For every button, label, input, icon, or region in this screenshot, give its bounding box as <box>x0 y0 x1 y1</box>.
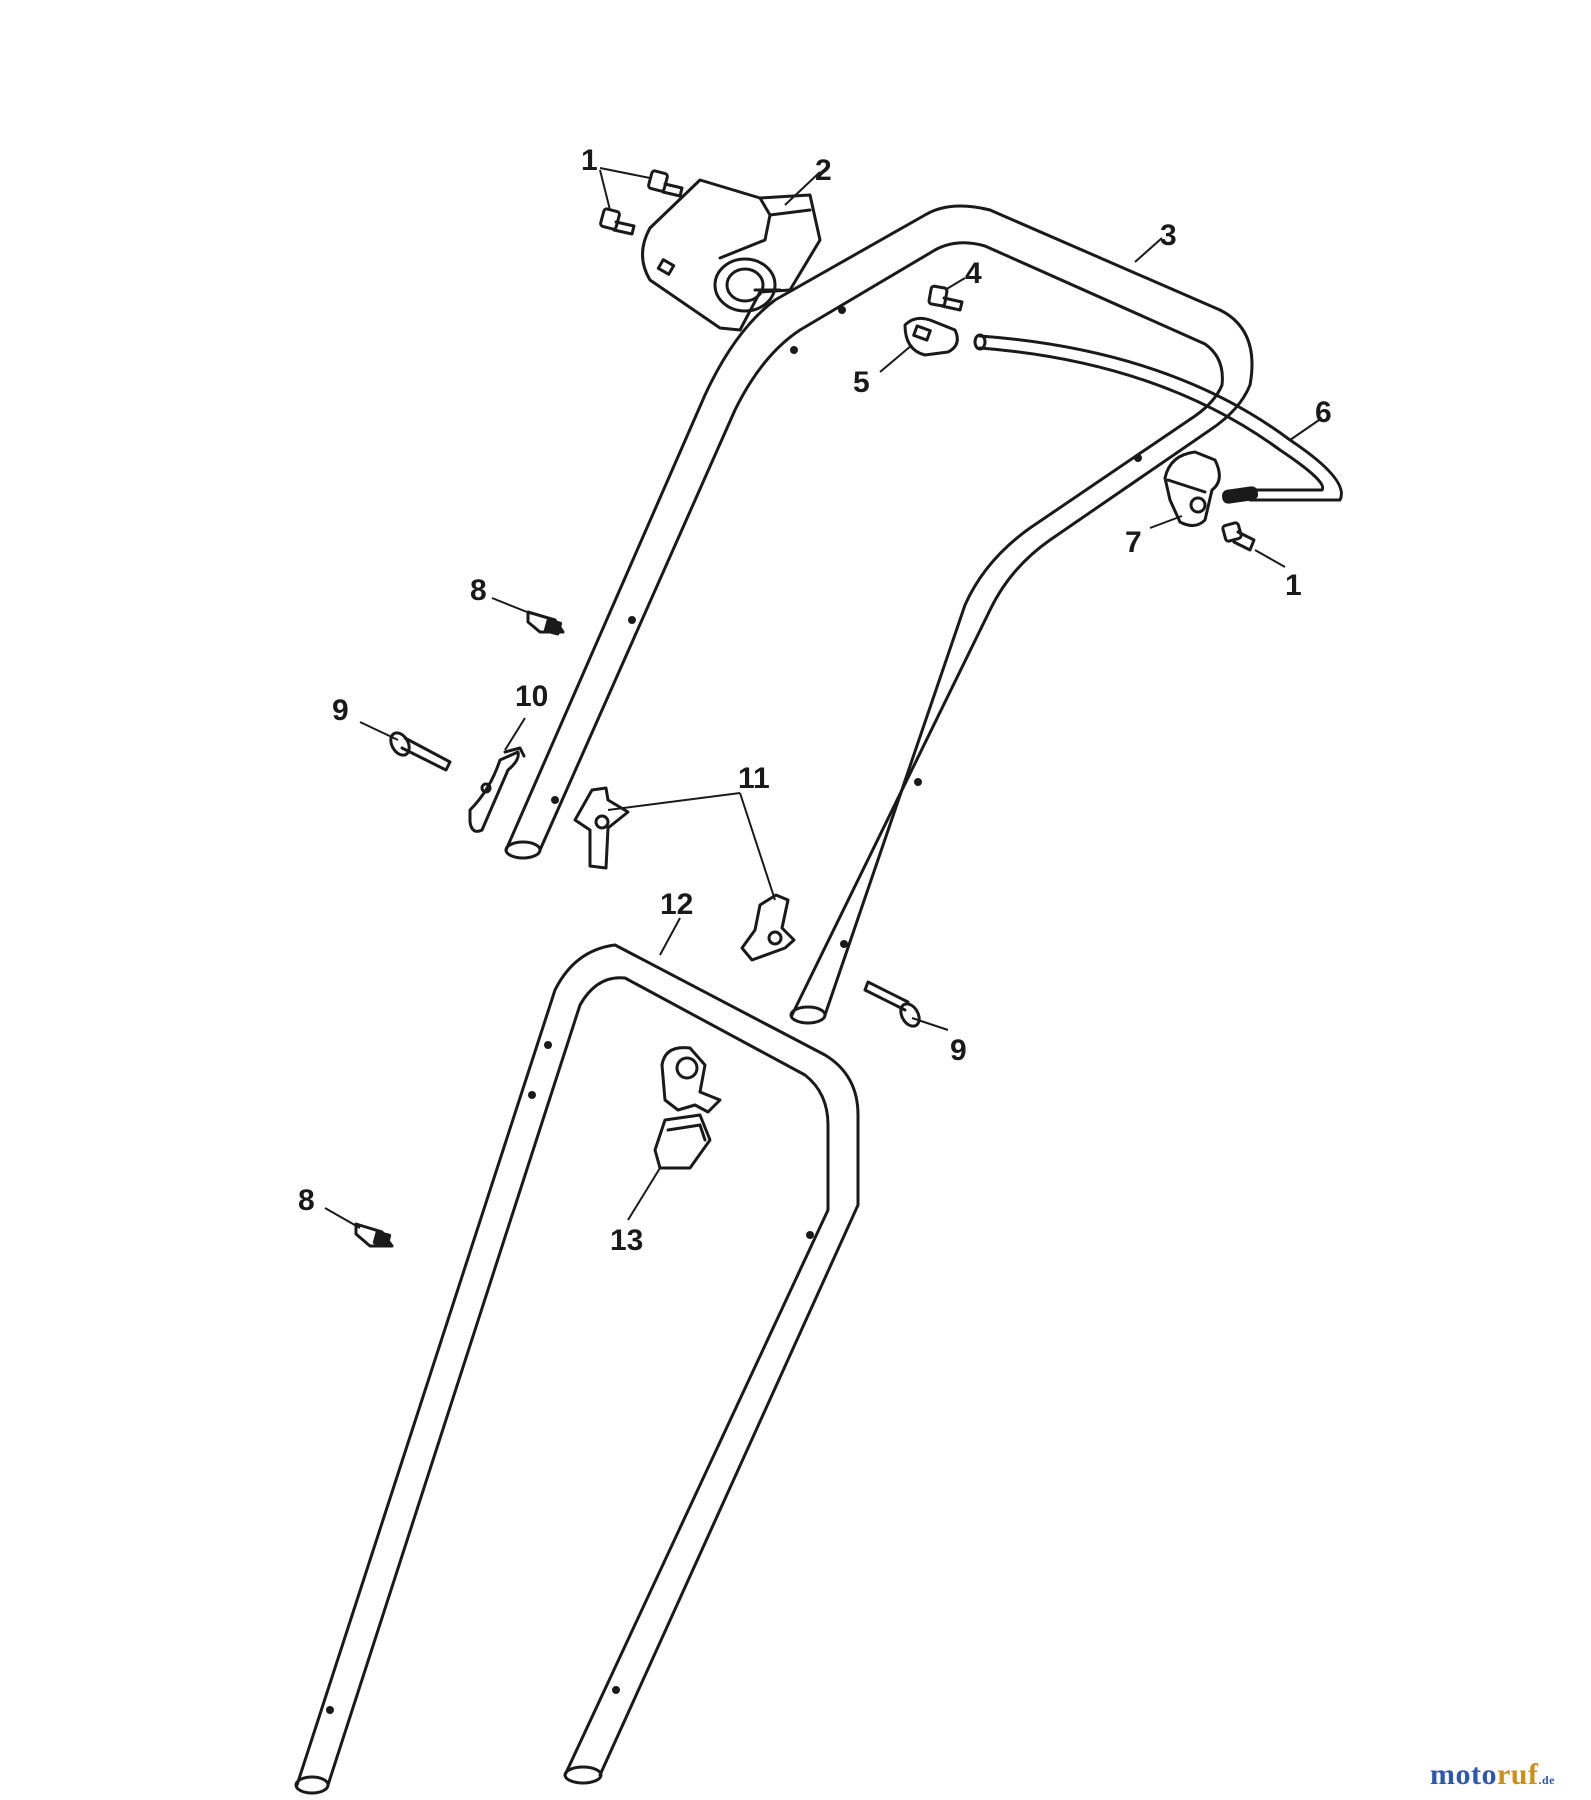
callout-8-upper: 8 <box>470 574 487 607</box>
callout-3: 3 <box>1160 219 1177 252</box>
callout-7: 7 <box>1125 526 1142 559</box>
bracket-part-10 <box>468 746 526 833</box>
callout-2: 2 <box>815 154 832 187</box>
watermark-logo: motoruf.de <box>1430 1758 1555 1792</box>
screw-part-1-top-b <box>599 207 636 236</box>
callout-9-upper: 9 <box>332 694 349 727</box>
screw-part-1-top-a <box>647 169 684 198</box>
housing-part-2 <box>641 178 822 332</box>
watermark-part-1: moto <box>1430 1758 1497 1791</box>
callout-11: 11 <box>738 762 770 795</box>
callout-13: 13 <box>610 1224 643 1257</box>
lower-handle-bar <box>294 943 860 1795</box>
screw-part-4 <box>927 284 964 312</box>
callout-6: 6 <box>1315 396 1332 429</box>
upper-handle-bar <box>504 204 1254 1025</box>
callout-1-top: 1 <box>581 144 598 177</box>
callout-5: 5 <box>853 366 870 399</box>
screw-part-1-right <box>1221 521 1256 552</box>
callout-1-right: 1 <box>1285 569 1302 602</box>
cable-clamp-part-7 <box>1163 450 1221 527</box>
clip-part-8-lower <box>354 1222 394 1248</box>
leader-lines <box>324 167 1323 1229</box>
wing-nut-part-11-lower <box>740 893 796 962</box>
watermark-part-2: ruf <box>1496 1758 1539 1791</box>
callout-4: 4 <box>965 257 982 290</box>
callout-8-lower: 8 <box>298 1184 315 1217</box>
callout-labels: 1 2 3 4 5 6 7 1 8 9 10 11 12 9 8 13 <box>298 144 1332 1257</box>
watermark-part-3: .de <box>1538 1773 1555 1787</box>
callout-9-lower: 9 <box>950 1034 967 1067</box>
callout-10: 10 <box>515 680 548 713</box>
callout-12: 12 <box>660 888 693 921</box>
wing-nut-part-11-upper <box>573 786 630 870</box>
hook-clip-part-13 <box>653 1046 722 1170</box>
bolt-part-9-upper <box>389 731 452 772</box>
clip-part-8-upper <box>526 610 565 636</box>
bolt-part-9-lower <box>863 980 921 1028</box>
cable-clip-part-5 <box>903 316 959 357</box>
cable-part-6 <box>973 333 1343 504</box>
